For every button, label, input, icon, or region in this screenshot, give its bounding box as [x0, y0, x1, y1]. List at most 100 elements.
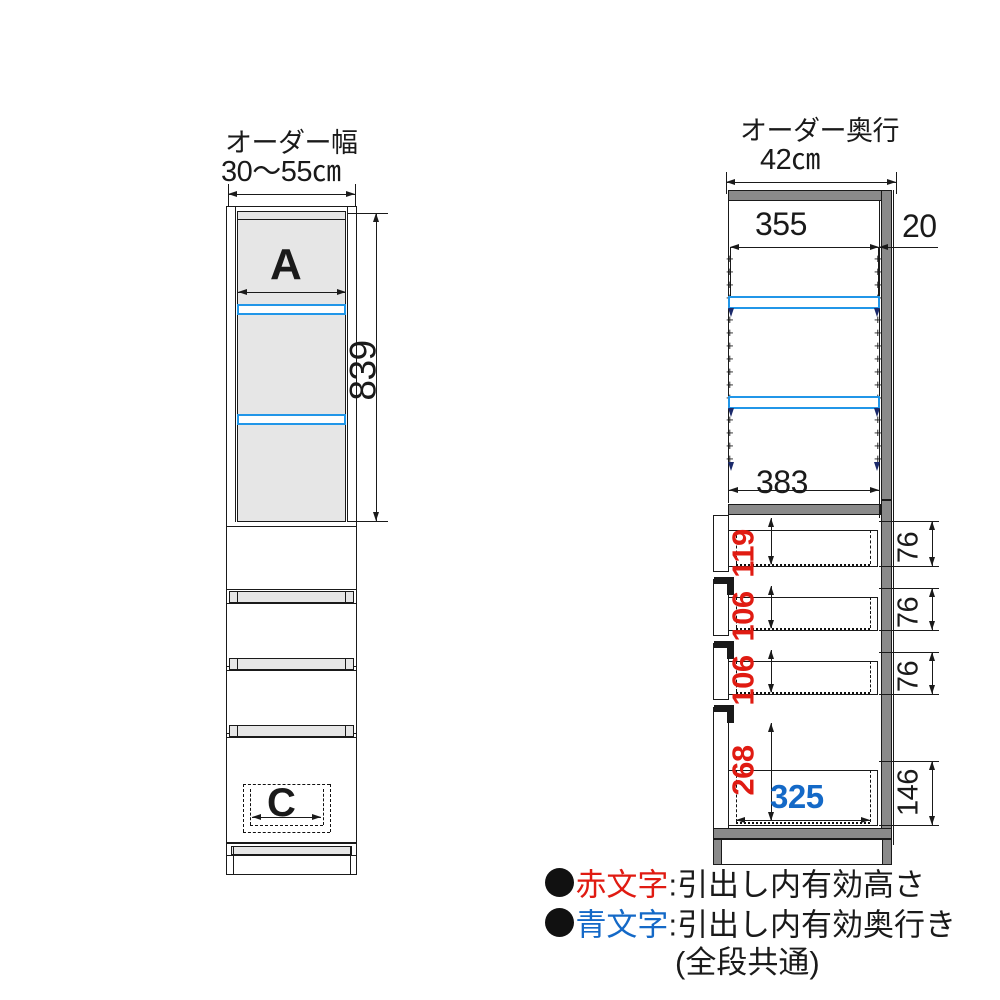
drawer4-front-face	[713, 707, 714, 828]
drawer2-front-inner	[728, 594, 729, 635]
front-drawer-3-rail-cap-r	[345, 725, 354, 737]
label-106a-arrow-down	[768, 620, 774, 629]
label-839: 839	[342, 340, 384, 401]
front-view-title-line2: 30〜55㎝	[221, 156, 341, 188]
label-C: C	[267, 781, 296, 825]
drawer4-handle-v	[727, 705, 734, 723]
gap2-arrow-up	[929, 588, 935, 597]
drawer4-front-top	[713, 707, 725, 708]
drawer3-inner-back-dash	[870, 661, 871, 692]
front-drawer-3-rail	[229, 725, 354, 737]
drawer3-front-face	[713, 643, 714, 699]
drawer3-box-bottom	[728, 694, 878, 695]
side-peg-bottom-back	[874, 462, 880, 471]
front-height-dim-line	[376, 213, 377, 521]
drawer4-inner-back-dash	[870, 770, 871, 822]
gap4-ext-top	[879, 761, 939, 762]
side-back-panel	[881, 190, 892, 500]
label-106b-dim-line	[771, 650, 772, 692]
label-A: A	[270, 240, 302, 289]
label-268-arrow-down	[768, 812, 774, 821]
drawer2-inner-back-dash	[870, 597, 871, 628]
upper-cabinet-left-stile	[235, 207, 236, 522]
drawer3-box-back	[877, 661, 878, 694]
label-383-arrow-left	[729, 487, 738, 493]
gap2-ext-bottom	[879, 630, 939, 631]
label-268-dim-line	[771, 723, 772, 820]
drawer1-box-back	[877, 530, 878, 566]
drawer2-handle-h	[714, 577, 734, 584]
side-base-leg-left	[713, 839, 722, 865]
front-drawer-2-rail-cap-l	[229, 658, 238, 670]
label-119-arrow-up	[768, 518, 774, 527]
front-base-panel	[226, 855, 357, 875]
gap1-arrow-down	[929, 557, 935, 566]
label-268: 268	[725, 745, 761, 796]
side-upper-front-edge	[728, 201, 729, 503]
gap2-ext-top	[879, 588, 939, 589]
gap2-arrow-down	[929, 621, 935, 630]
drawer2-handle-v	[727, 577, 734, 595]
gap3-arrow-down	[929, 685, 935, 694]
front-drawer-1-rail-cap-r	[345, 591, 354, 603]
drawer2-front-face	[713, 579, 714, 635]
drawer1-inner-bottom-dash	[736, 564, 870, 566]
label-355-dim-line	[730, 247, 879, 248]
front-height-arrow-down	[373, 512, 379, 521]
front-height-ext-bottom	[348, 521, 388, 522]
label-325-dim-line	[736, 820, 870, 821]
drawer1-front-bottom	[713, 571, 729, 572]
label-106b-arrow-up	[768, 650, 774, 659]
side-upper-back-edge-outer	[893, 190, 894, 503]
side-back-outer-lower	[893, 500, 894, 845]
front-base-strip	[231, 846, 352, 855]
label-355-arrow-left	[730, 244, 739, 250]
side-shelf-lower	[728, 396, 880, 409]
label-106b-arrow-down	[768, 684, 774, 693]
legend-row-red: 赤文字:引出し内有効高さ	[545, 868, 925, 900]
front-width-dim-line	[228, 194, 355, 195]
drawer4-handle-h	[714, 705, 734, 712]
label-325: 325	[770, 778, 824, 815]
drawer3-front-bottom	[713, 699, 729, 700]
drawer4-inner-bottom-dash	[736, 822, 870, 824]
side-depth-dim-line	[726, 182, 896, 183]
gap3-ext-bottom	[879, 694, 939, 695]
legend-red-key: 赤文字	[575, 867, 669, 903]
side-base-panel	[713, 839, 892, 865]
gap1-arrow-up	[929, 521, 935, 530]
front-drawer-2-rail-cap-r	[345, 658, 354, 670]
legend-row-blue-sub: (全段共通)	[675, 945, 820, 980]
label-20-arrow	[879, 244, 888, 250]
side-top-board	[728, 190, 888, 201]
drawer3-handle-v	[727, 641, 734, 659]
drawer1-front-inner	[728, 515, 729, 571]
drawer3-front-inner	[728, 658, 729, 699]
gap4-ext-bottom	[879, 825, 939, 826]
gap3-dim-line	[932, 652, 933, 694]
front-drawer-3-rail-cap-l	[229, 725, 238, 737]
gap2-dim-line	[932, 588, 933, 630]
side-peg-bottom-front	[728, 462, 734, 471]
front-C-box-bottom	[243, 832, 330, 833]
side-view-title-line1: オーダー奥行	[740, 116, 900, 146]
drawer4-box-bottom	[728, 825, 878, 826]
side-depth-arrow-right	[887, 179, 896, 185]
drawer2-front-bottom	[713, 635, 729, 636]
drawer3-inner-bottom-dash	[736, 692, 870, 694]
side-base-leg-right	[882, 839, 892, 865]
drawer1-front-face	[713, 515, 714, 571]
drawer1-front-top	[713, 515, 729, 516]
legend: 赤文字:引出し内有効高さ 青文字:引出し内有効奥行き (全段共通)	[545, 868, 1000, 988]
drawer2-inner-bottom-dash	[736, 628, 870, 630]
label-C-dim-line	[252, 817, 321, 818]
front-drawer-1	[226, 526, 357, 590]
front-view-title-line1: オーダー幅	[225, 128, 358, 158]
label-355: 355	[755, 206, 807, 242]
legend-blue-sep: :	[668, 907, 678, 943]
side-shelf-upper	[728, 296, 880, 309]
side-view-title-line2: 42㎝	[760, 144, 820, 176]
label-76-1: 76	[892, 531, 925, 564]
drawer1-box-bottom	[728, 566, 878, 567]
